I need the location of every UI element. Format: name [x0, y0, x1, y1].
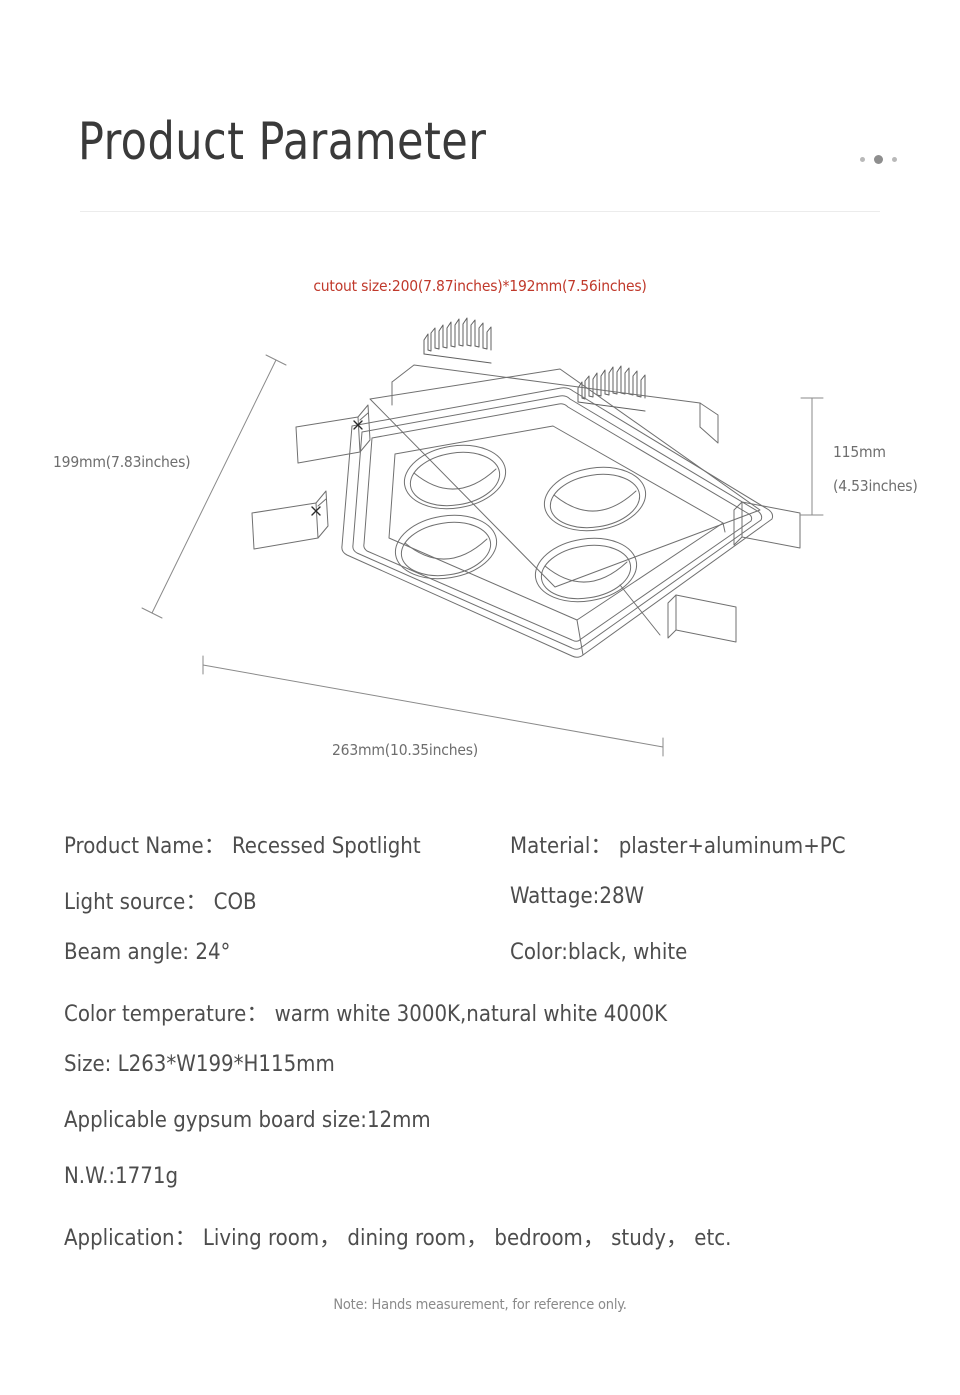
spec-value: COB — [213, 890, 257, 915]
spec-value: 28W — [599, 884, 645, 909]
spec-label: Wattage: — [510, 884, 600, 909]
trim-frame-outer — [341, 387, 774, 658]
spec-product-name: Product Name： Recessed Spotlight — [64, 828, 421, 860]
specification-list: Product Name： Recessed Spotlight Materia… — [0, 828, 960, 1276]
spec-size: Size: L263*W199*H115mm — [64, 1052, 335, 1077]
flange-frame-back — [369, 368, 761, 588]
spec-label: Light source： — [64, 890, 208, 915]
spec-row: N.W.:1771g — [0, 1164, 960, 1220]
reflector-cup-4 — [534, 537, 638, 603]
dimension-label-height-line2: (4.53inches) — [833, 477, 918, 495]
page-header: Product Parameter — [0, 0, 960, 225]
spec-row: Color temperature： warm white 3000K,natu… — [0, 996, 960, 1052]
spec-value: plaster+aluminum+PC — [618, 834, 846, 859]
spec-row: Application： Living room， dining room， b… — [0, 1220, 960, 1276]
dimension-line-length — [202, 655, 664, 757]
mounting-bracket-right-bottom — [667, 594, 737, 643]
dimension-line-height — [800, 397, 824, 516]
heatsink-fins-left — [423, 317, 492, 364]
dimension-line-width — [141, 354, 287, 619]
reflector-cup-3 — [394, 514, 498, 580]
spec-row: Product Name： Recessed Spotlight Materia… — [0, 828, 960, 884]
face-plate — [388, 425, 724, 621]
dot-left — [860, 157, 865, 162]
spec-row: Beam angle: 24° Color:black, white — [0, 940, 960, 996]
spec-label: Material： — [510, 834, 613, 859]
spec-row: Applicable gypsum board size:12mm — [0, 1108, 960, 1164]
cutout-size-note: cutout size:200(7.87inches)*192mm(7.56in… — [313, 277, 647, 295]
screw-mark-bottom — [311, 506, 321, 516]
spec-value: Recessed Spotlight — [232, 834, 421, 859]
reflector-cup-1 — [403, 444, 507, 510]
header-divider — [80, 211, 880, 212]
trim-frame-middle — [352, 395, 763, 650]
trim-frame-inner — [363, 403, 753, 642]
footer-note: Note: Hands measurement, for reference o… — [333, 1297, 627, 1313]
dimension-label-height-line1: 115mm — [833, 443, 886, 461]
spec-gypsum-board-size: Applicable gypsum board size:12mm — [64, 1108, 431, 1133]
spec-value: 24° — [195, 940, 231, 965]
spec-value: black, white — [567, 940, 688, 965]
mounting-bracket-left-top — [295, 404, 371, 464]
housing-side-wall — [576, 522, 726, 656]
reflector-cup-2 — [543, 466, 647, 532]
spec-label: Beam angle: — [64, 940, 190, 965]
three-dots-icon — [860, 155, 897, 164]
spec-color: Color:black, white — [510, 940, 687, 965]
spec-light-source: Light source： COB — [64, 884, 257, 916]
dimension-label-width: 199mm(7.83inches) — [53, 453, 190, 471]
spec-wattage: Wattage:28W — [510, 884, 644, 909]
dimension-label-length: 263mm(10.35inches) — [332, 741, 478, 759]
spec-beam-angle: Beam angle: 24° — [64, 940, 230, 965]
recessed-spotlight-line-drawing: 199mm(7.83inches) 115mm (4.53inches) 263… — [53, 317, 918, 759]
dot-right — [892, 157, 897, 162]
page-title: Product Parameter — [78, 112, 487, 172]
screw-mark-top — [353, 420, 363, 430]
heatsink-fins-right — [577, 365, 646, 412]
product-diagram: cutout size:200(7.87inches)*192mm(7.56in… — [0, 255, 960, 795]
mounting-bracket-left-bottom — [251, 490, 329, 550]
spec-row: Light source： COB Wattage:28W — [0, 884, 960, 940]
spec-label: Color: — [510, 940, 568, 965]
spec-row: Size: L263*W199*H115mm — [0, 1052, 960, 1108]
spec-label: Product Name： — [64, 834, 226, 859]
housing-body — [391, 364, 719, 444]
dot-center — [874, 155, 883, 164]
spec-application: Application： Living room， dining room， b… — [64, 1226, 732, 1251]
mounting-bracket-right-top — [733, 501, 801, 549]
spec-material: Material： plaster+aluminum+PC — [510, 828, 846, 860]
spec-net-weight: N.W.:1771g — [64, 1164, 179, 1189]
spec-color-temperature: Color temperature： warm white 3000K,natu… — [64, 1002, 668, 1027]
